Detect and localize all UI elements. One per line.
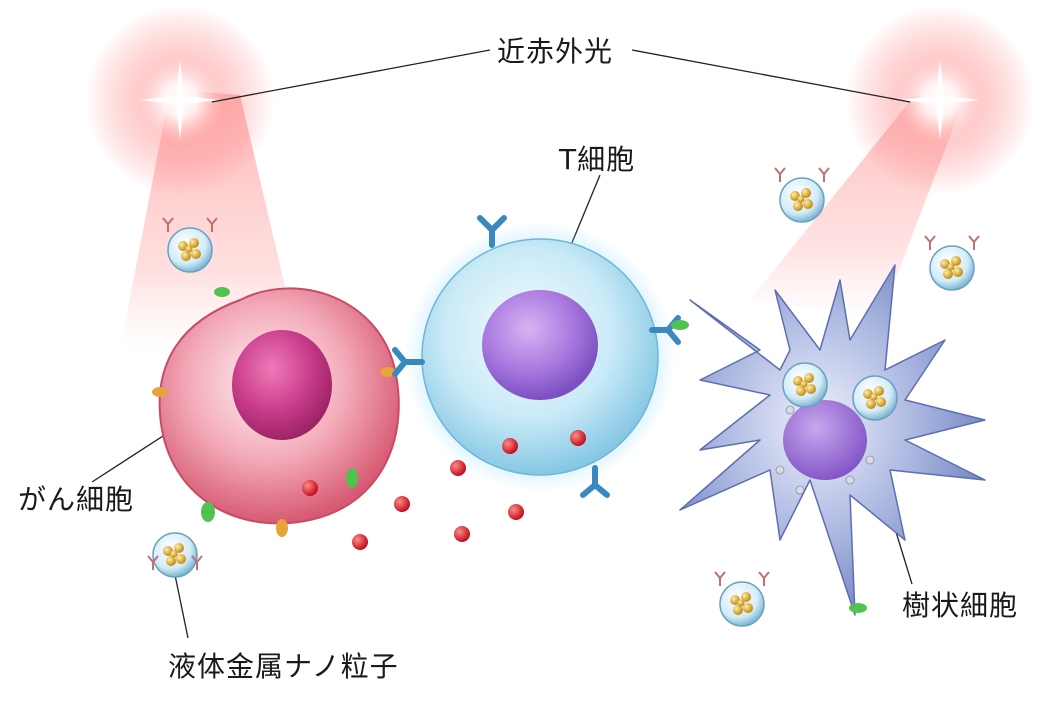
near-infrared-label: 近赤外光: [497, 35, 614, 68]
dendritic-cell-label: 樹状細胞: [902, 589, 1019, 622]
cancer-nucleus: [232, 330, 332, 440]
nanoparticle-label: 液体金属ナノ粒子: [168, 650, 399, 683]
antigen-particles: [302, 430, 586, 550]
t-cell-receptors: [392, 215, 681, 498]
dendritic-nucleus: [783, 400, 867, 480]
light-source-right: [845, 5, 1035, 195]
t-cell: [392, 215, 689, 498]
nanoparticles: [147, 167, 980, 627]
dendritic-cell: [679, 264, 986, 616]
t-cell-label: T細胞: [559, 143, 636, 176]
t-cell-nucleus: [482, 290, 598, 400]
cancer-cell-label: がん細胞: [18, 483, 135, 516]
light-source-left: [85, 5, 275, 195]
cancer-cell: [152, 287, 400, 537]
